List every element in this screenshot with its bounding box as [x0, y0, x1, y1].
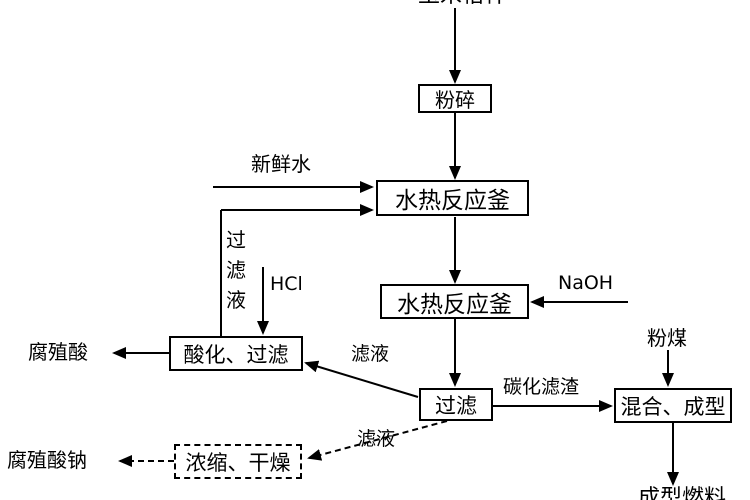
node-reactor1: 水热反应釜	[376, 180, 529, 216]
coal-powder-label: 粉煤	[647, 326, 687, 350]
filtrate-to-concentrate-label: 滤液	[357, 428, 396, 450]
input-material-label: 玉米秸秆	[418, 0, 506, 8]
humic-acid-label: 腐殖酸	[28, 340, 88, 364]
output-fuel-label: 成型燃料	[638, 486, 727, 500]
node-concentrate-dry: 浓缩、干燥	[174, 444, 302, 479]
carbonized-residue-label: 碳化滤渣	[503, 376, 580, 398]
node-acidify-filter: 酸化、过滤	[169, 336, 303, 371]
filtrate-to-acidify-label: 滤液	[351, 343, 390, 365]
arrow-filter-to-concentrate	[307, 420, 448, 461]
node-reactor2: 水热反应釜	[380, 284, 529, 319]
fresh-water-label: 新鲜水	[251, 152, 311, 176]
arrow-filter-to-acidify	[304, 360, 419, 398]
node-mix-form: 混合、成型	[614, 388, 732, 423]
hcl-label: HCl	[270, 273, 303, 295]
node-crush: 粉碎	[418, 84, 492, 113]
node-filter: 过滤	[419, 388, 493, 421]
filtrate-recycle-label: 过滤液	[226, 228, 246, 312]
sodium-humate-label: 腐殖酸钠	[7, 448, 87, 472]
naoh-label: NaOH	[558, 272, 614, 294]
